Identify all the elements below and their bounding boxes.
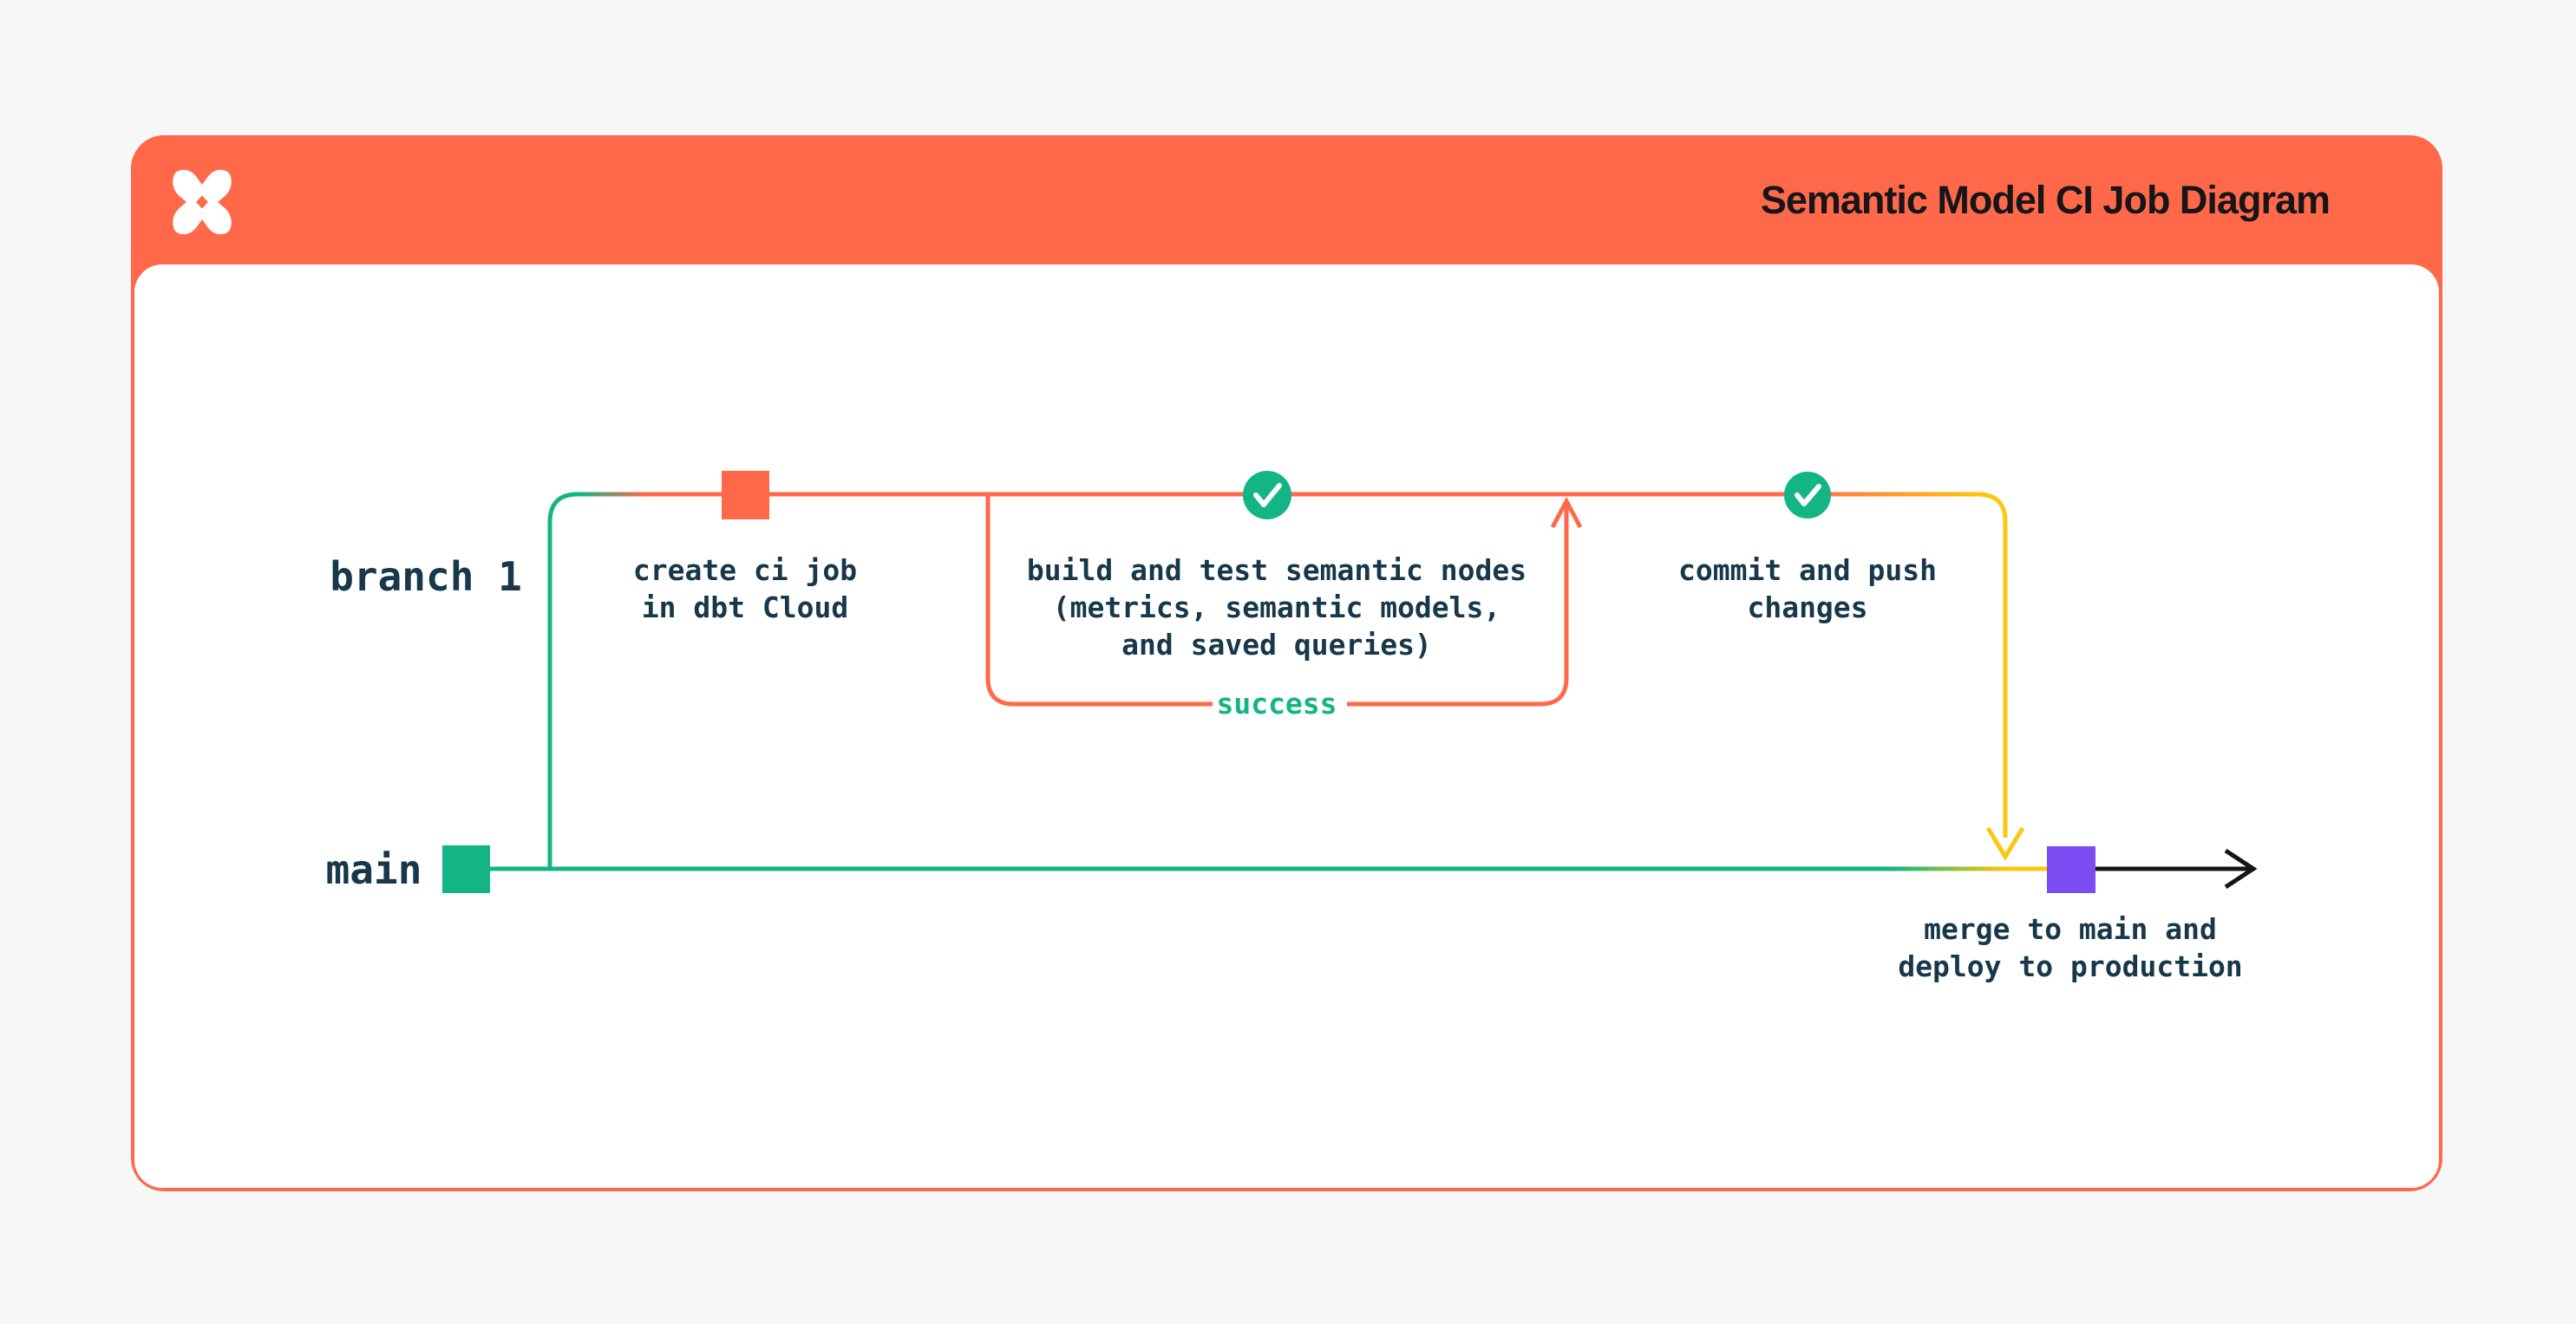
merge-commit-node	[2047, 846, 2095, 893]
main-label: main	[325, 846, 422, 893]
success-loop-label: success	[1216, 687, 1337, 721]
branch1-label: branch 1	[330, 553, 522, 600]
merge-deploy-label: merge to main and deploy to production	[1898, 912, 2243, 983]
check-icon	[1795, 484, 1821, 506]
diagram-card: Semantic Model CI Job Diagram	[131, 135, 2442, 1191]
production-arrowhead-icon	[2224, 848, 2258, 890]
commit-push-label: commit and push changes	[1677, 553, 1938, 624]
main-start-commit-node	[442, 845, 490, 893]
merge-arrowhead-icon	[1985, 826, 2025, 861]
page-title: Semantic Model CI Job Diagram	[1760, 177, 2331, 222]
branch1-line	[547, 492, 2008, 869]
diagram-card-body	[134, 264, 2439, 1188]
check-icon	[1253, 483, 1282, 507]
dbt-logo-icon	[173, 169, 232, 235]
build-test-label: build and test semantic nodes (metrics, …	[1026, 553, 1527, 662]
create-ci-job-commit-node	[722, 471, 769, 519]
card-header: Semantic Model CI Job Diagram	[131, 135, 2442, 264]
build-test-check-node	[1243, 471, 1291, 519]
success-loop-line	[985, 496, 1569, 707]
success-loop-arrowhead-icon	[1550, 496, 1583, 529]
create-ci-job-label: create ci job in dbt Cloud	[632, 553, 858, 624]
commit-push-check-node	[1784, 472, 1831, 519]
